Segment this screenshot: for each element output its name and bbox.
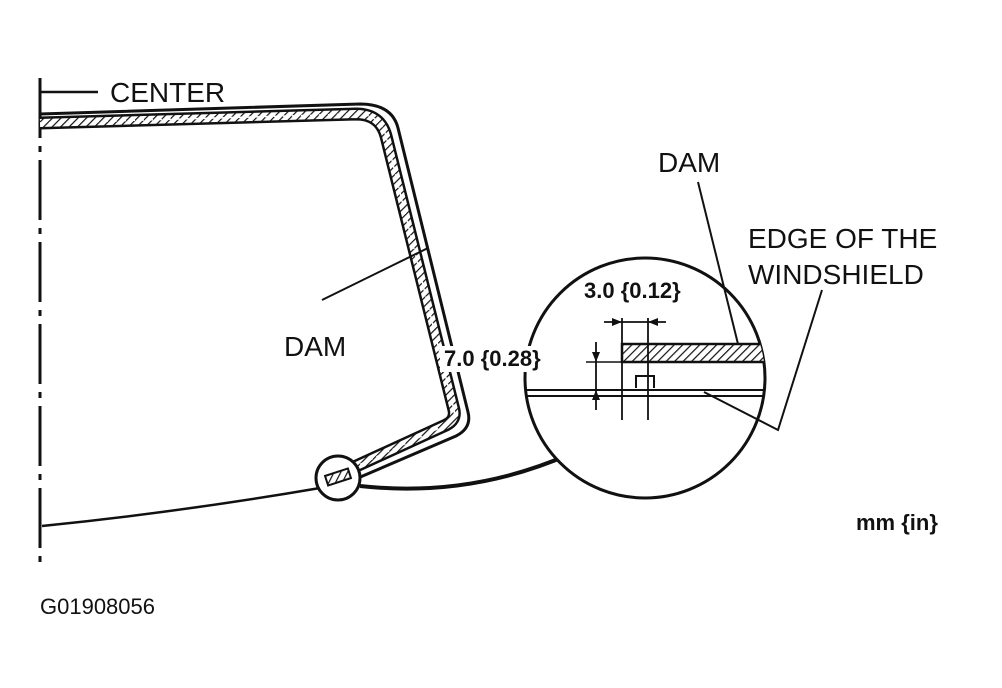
center-line xyxy=(38,78,98,570)
dimension-height-bg xyxy=(440,346,578,372)
edge-label-line1: EDGE OF THE xyxy=(748,223,937,254)
dam-detail-leader xyxy=(697,181,739,345)
detail-magnified-circle xyxy=(523,256,767,500)
dam-detail-label: DAM xyxy=(658,147,720,178)
center-label: CENTER xyxy=(110,77,225,108)
units-label: mm {in} xyxy=(856,510,938,535)
windshield-outline xyxy=(39,102,471,528)
dam-main-leader xyxy=(321,247,429,301)
dimension-width-label: 3.0 {0.12} xyxy=(584,278,681,303)
edge-leader xyxy=(703,289,823,432)
dimension-height-label: 7.0 {0.28} xyxy=(444,346,541,371)
dam-band xyxy=(39,107,461,474)
detail-locator-circle xyxy=(314,454,362,502)
edge-label-line2: WINDSHIELD xyxy=(748,259,924,290)
detail-connector xyxy=(359,452,571,491)
figure-code: G01908056 xyxy=(40,594,155,619)
dam-main-label: DAM xyxy=(284,331,346,362)
